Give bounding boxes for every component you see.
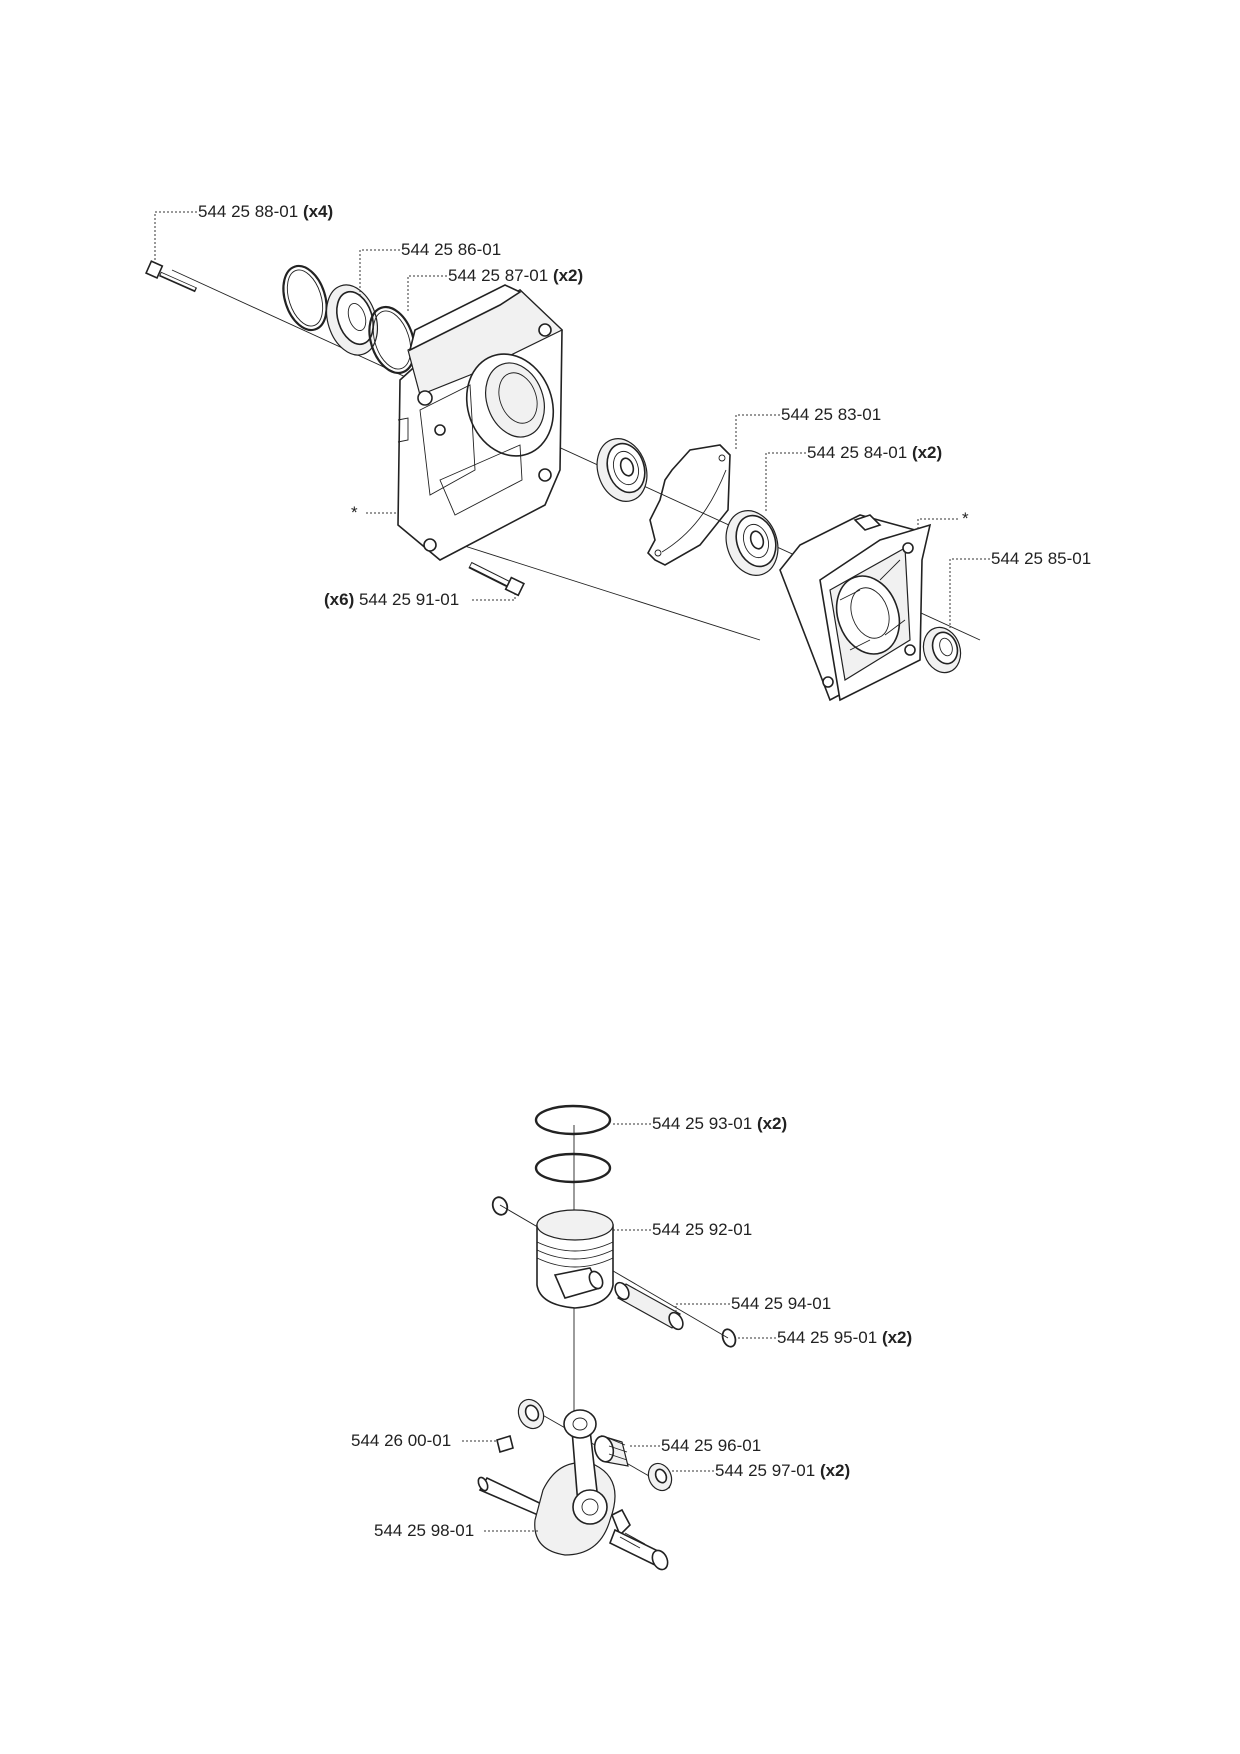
callout-544-25-86-01: 544 25 86-01 — [401, 240, 501, 260]
leader-line — [765, 452, 806, 512]
seal-icon — [326, 284, 378, 356]
part-number: 544 25 85-01 — [991, 549, 1092, 568]
part-number: 544 25 96-01 — [661, 1436, 762, 1455]
part-number: 544 25 92-01 — [652, 1220, 753, 1239]
part-quantity: (x2) — [881, 1328, 913, 1347]
part-quantity: (x2) — [756, 1114, 788, 1133]
callout-544-25-87-01: 544 25 87-01 (x2) — [448, 266, 583, 286]
crankcase-half-right-icon — [779, 514, 932, 702]
leader-line — [675, 1303, 730, 1314]
washer-icon — [647, 1462, 673, 1492]
asterisk-marker-right: * — [962, 509, 969, 528]
part-number: 544 25 83-01 — [781, 405, 882, 424]
callout-544-26-00-01: 544 26 00-01 — [351, 1431, 451, 1451]
asterisk-marker-left: * — [351, 503, 358, 522]
part-number: 544 25 98-01 — [374, 1521, 475, 1540]
part-quantity: (x4) — [302, 202, 334, 221]
leader-line — [472, 594, 516, 601]
bolt-icon — [145, 260, 198, 293]
callout-544-25-98-01: 544 25 98-01 — [374, 1521, 474, 1541]
callout-544-25-94-01: 544 25 94-01 — [731, 1294, 831, 1314]
gasket-icon — [647, 444, 731, 566]
part-number: 544 25 86-01 — [401, 240, 502, 259]
callout-544-25-84-01: 544 25 84-01 (x2) — [807, 443, 942, 463]
bearing-icon — [725, 510, 779, 576]
seal-icon — [922, 626, 962, 674]
part-number: 544 26 00-01 — [351, 1431, 452, 1450]
part-quantity: (x2) — [911, 443, 943, 462]
part-quantity: (x2) — [819, 1461, 851, 1480]
callout-544-25-91-01: (x6) 544 25 91-01 — [324, 590, 459, 610]
leader-line — [917, 518, 958, 530]
washer-icon — [517, 1398, 545, 1430]
circlip-icon — [368, 305, 416, 375]
circlip-icon — [282, 264, 328, 332]
assembly-axis-lower — [429, 534, 761, 641]
part-quantity: (x2) — [552, 266, 584, 285]
part-quantity: (x6) — [324, 590, 355, 609]
circlip-icon — [491, 1196, 509, 1216]
callout-544-25-92-01: 544 25 92-01 — [652, 1220, 752, 1240]
part-number: 544 25 94-01 — [731, 1294, 832, 1313]
bearing-icon — [596, 438, 648, 502]
callout-544-25-85-01: 544 25 85-01 — [991, 549, 1091, 569]
crankcase-half-left-icon — [397, 284, 564, 561]
part-number: 544 25 95-01 — [777, 1328, 878, 1347]
circlip-icon — [721, 1328, 737, 1348]
piston-pin-icon — [614, 1281, 684, 1331]
callout-544-25-83-01: 544 25 83-01 — [781, 405, 881, 425]
leader-line — [949, 558, 990, 628]
leader-line — [735, 414, 780, 450]
leader-line — [359, 249, 400, 298]
leader-line — [407, 275, 447, 312]
part-number: 544 25 93-01 — [652, 1114, 753, 1133]
part-number: 544 25 84-01 — [807, 443, 908, 462]
callout-544-25-88-01: 544 25 88-01 (x4) — [198, 202, 333, 222]
part-number: 544 25 91-01 — [358, 590, 460, 609]
part-number: 544 25 87-01 — [448, 266, 549, 285]
part-number: 544 25 97-01 — [715, 1461, 816, 1480]
piston-ring-icon — [534, 1104, 612, 1184]
part-number: 544 25 88-01 — [198, 202, 299, 221]
callout-544-25-93-01: 544 25 93-01 (x2) — [652, 1114, 787, 1134]
piston-icon — [536, 1209, 614, 1309]
callout-544-25-97-01: 544 25 97-01 (x2) — [715, 1461, 850, 1481]
callout-544-25-95-01: 544 25 95-01 (x2) — [777, 1328, 912, 1348]
callout-544-25-96-01: 544 25 96-01 — [661, 1436, 761, 1456]
bolt-icon — [468, 561, 525, 597]
crankshaft-icon — [477, 1409, 669, 1571]
leader-line — [154, 211, 197, 262]
key-icon — [496, 1434, 514, 1454]
needle-bearing-icon — [593, 1435, 629, 1467]
